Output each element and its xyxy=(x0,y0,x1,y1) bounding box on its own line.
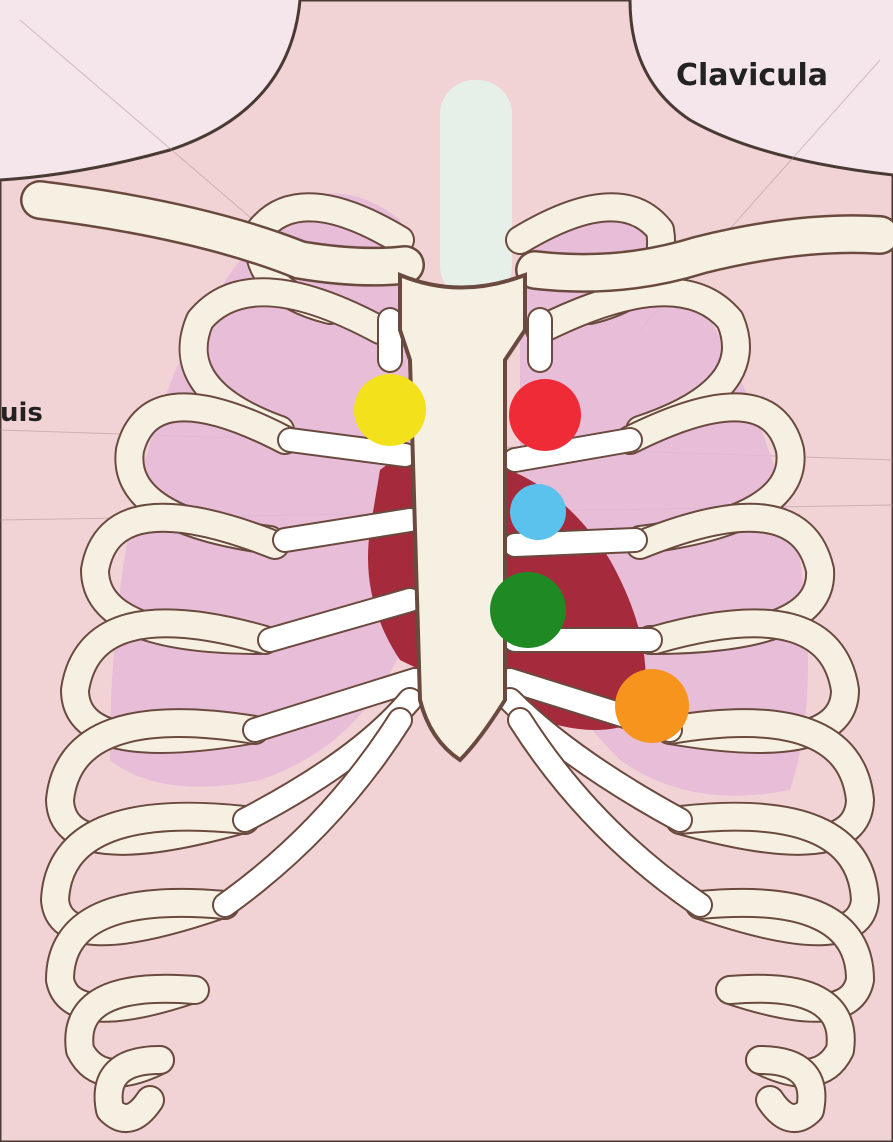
green-auscultation-point xyxy=(490,572,566,648)
blue-auscultation-point xyxy=(510,484,566,540)
partial-left-label: uis xyxy=(0,398,43,428)
clavicula-label: Clavicula xyxy=(676,58,828,93)
red-auscultation-point xyxy=(509,379,581,451)
yellow-auscultation-point xyxy=(354,374,426,446)
orange-auscultation-point xyxy=(615,669,689,743)
trachea xyxy=(440,80,512,300)
sternum xyxy=(400,275,525,760)
